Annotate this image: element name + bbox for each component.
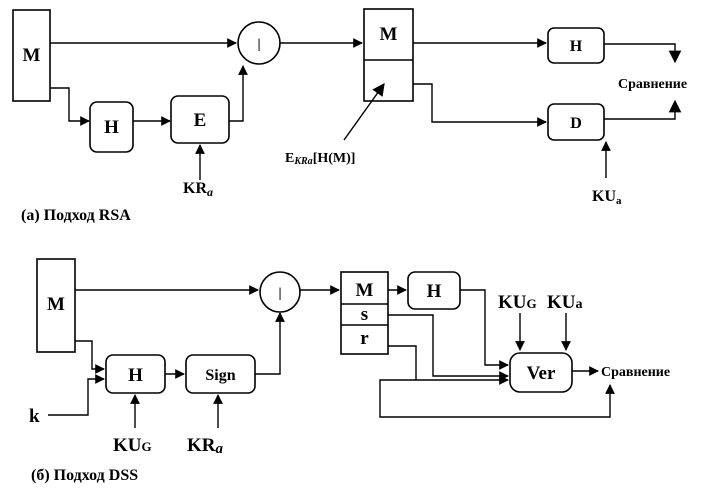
dss-receiver-hash-label: H (427, 281, 442, 302)
rsa-signature-pointer-arrow (343, 82, 385, 141)
rsa-compare-label: Сравнение (618, 77, 687, 92)
rsa-receiver-hash-label: H (570, 38, 583, 55)
rsa-decrypt-label: D (570, 115, 582, 132)
dss-arrow-sign-to-concat (255, 312, 285, 375)
rsa-encrypt-box (170, 95, 230, 144)
rsa-encrypt-label: E (194, 110, 207, 131)
dss-arrow-hash-to-verify (460, 289, 509, 370)
dss-diagram: M k H KUG Sign KRa | M s r (29, 258, 670, 484)
dss-verify-global-key-label: KUG (498, 292, 537, 313)
dss-message-block-s-label: s (361, 304, 368, 325)
rsa-arrow-m-to-hash (50, 87, 90, 126)
dss-hash-label: H (128, 365, 143, 386)
dss-k-label: k (29, 406, 40, 427)
dss-sign-label: Sign (205, 367, 235, 384)
dss-message-source-label: M (47, 294, 65, 315)
rsa-message-source-box (12, 9, 51, 102)
rsa-private-key-label: KRa (183, 180, 213, 199)
dss-compare-label: Сравнение (601, 365, 670, 380)
rsa-message-block (363, 8, 414, 102)
dss-arrow-r-to-compare (379, 379, 615, 418)
dss-concat-symbol: | (278, 286, 281, 301)
dss-private-key-label: KRa (187, 435, 224, 457)
rsa-arrow-signature-to-decrypt (413, 83, 547, 127)
dss-message-block-m-label: M (356, 280, 374, 301)
rsa-decrypt-box (547, 103, 605, 141)
rsa-message-source-label: M (23, 45, 41, 66)
rsa-diagram: M H E KRa | M EKRa[H(M)] (12, 8, 687, 224)
dss-message-block-r-label: r (360, 328, 369, 349)
dss-verify-public-key-label: KUa (547, 292, 583, 313)
dss-verify-box (509, 352, 573, 393)
dss-global-key-label: KUG (113, 435, 152, 456)
dss-arrow-k-to-hash (48, 374, 105, 416)
dss-verify-label: Ver (527, 363, 556, 384)
rsa-hash-label: H (104, 117, 119, 138)
rsa-caption: (а) Подход RSA (21, 207, 131, 224)
rsa-arrow-encrypt-to-concat (229, 65, 248, 122)
dss-message-block (340, 271, 389, 355)
dss-caption: (б) Подход DSS (31, 467, 138, 484)
dss-arrow-s-to-verify (388, 314, 509, 381)
dss-arrow-r-to-verify (388, 345, 509, 385)
rsa-message-block-m-label: M (380, 24, 398, 45)
rsa-receiver-hash-box (547, 27, 605, 64)
rsa-signature-label: EKRa[H(M)] (285, 151, 355, 167)
dss-message-source-box (36, 258, 76, 353)
rsa-public-key-label: KUa (592, 188, 622, 207)
rsa-arrow-hash-to-compare (604, 43, 682, 64)
rsa-hash-box (89, 101, 134, 153)
dss-concat-circle (259, 271, 301, 313)
dss-arrow-m-to-hash (75, 340, 105, 374)
rsa-arrow-decrypt-to-compare (604, 99, 682, 120)
rsa-concat-symbol: | (257, 37, 260, 52)
